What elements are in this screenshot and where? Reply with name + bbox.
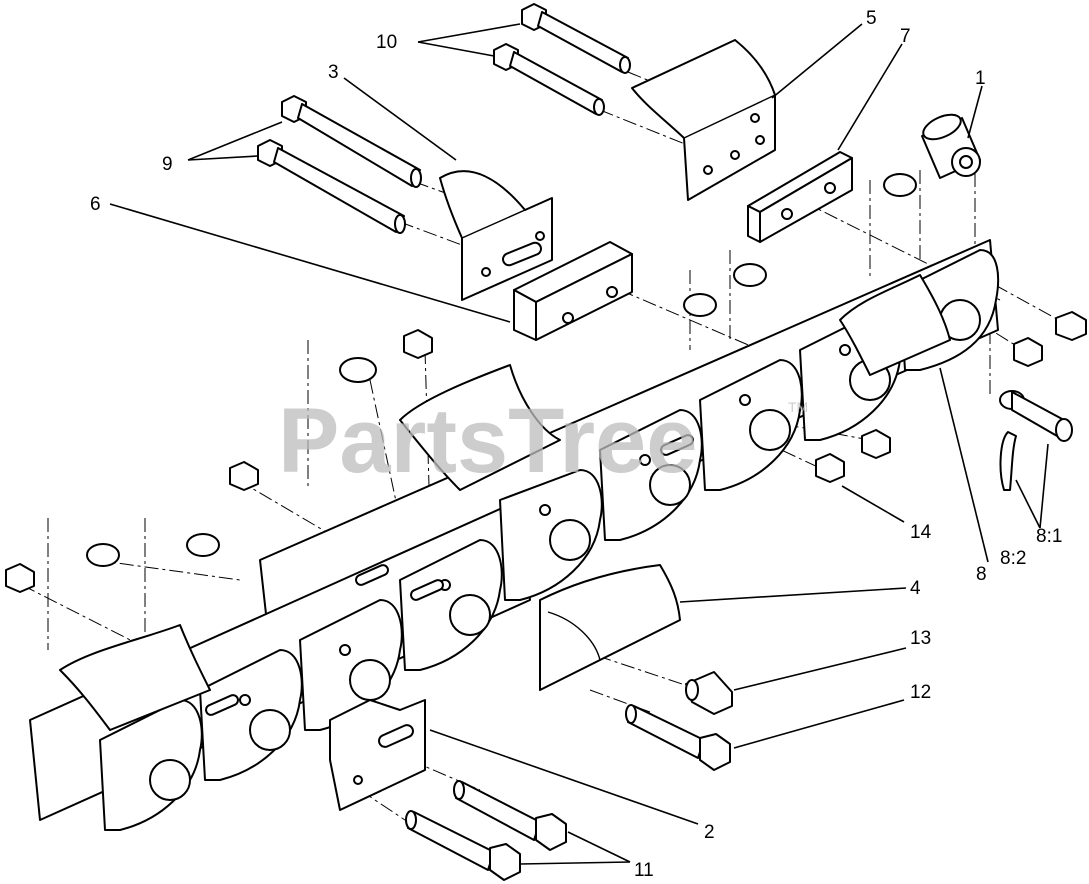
callout-8-1: 8:1 bbox=[1036, 526, 1062, 547]
callout-10: 10 bbox=[376, 32, 397, 53]
callout-7: 7 bbox=[900, 26, 911, 47]
callout-6: 6 bbox=[90, 194, 101, 215]
bolt-10-upper bbox=[521, 3, 631, 74]
block-part-6 bbox=[513, 241, 633, 341]
callout-8: 8 bbox=[976, 564, 987, 585]
callout-4: 4 bbox=[910, 578, 921, 599]
bolt-11-lower bbox=[405, 810, 521, 881]
callout-3: 3 bbox=[328, 62, 339, 83]
callout-12: 12 bbox=[910, 682, 931, 703]
callout-8-2: 8:2 bbox=[1000, 548, 1026, 569]
watermark-trademark: TM bbox=[788, 399, 808, 415]
bolt-13 bbox=[685, 671, 733, 715]
callout-1: 1 bbox=[975, 68, 986, 89]
bolt-12 bbox=[625, 704, 731, 771]
bolt-10-lower bbox=[493, 43, 605, 116]
callout-11: 11 bbox=[634, 860, 654, 881]
watermark-text: PartsTree bbox=[278, 390, 697, 492]
bolt-9-lower bbox=[257, 139, 406, 234]
callout-13: 13 bbox=[910, 628, 931, 649]
callout-9: 9 bbox=[162, 154, 173, 175]
block-part-2 bbox=[329, 699, 426, 811]
spacer-part-1 bbox=[921, 113, 981, 179]
clip-part-8-2 bbox=[999, 431, 1017, 491]
pin-part-8-1 bbox=[999, 390, 1073, 442]
callout-5: 5 bbox=[866, 8, 877, 29]
hex-nuts bbox=[5, 311, 1087, 593]
callout-14: 14 bbox=[910, 522, 932, 543]
leader-lines bbox=[109, 23, 1049, 865]
chain-assembly bbox=[29, 173, 1000, 831]
plate-part-3 bbox=[439, 170, 553, 301]
cutter-part-4 bbox=[539, 564, 681, 691]
callout-2: 2 bbox=[704, 822, 715, 843]
bolt-11-upper bbox=[453, 780, 567, 851]
block-part-7 bbox=[747, 151, 853, 243]
plate-part-5 bbox=[631, 39, 776, 201]
bolt-9-upper bbox=[281, 95, 422, 188]
